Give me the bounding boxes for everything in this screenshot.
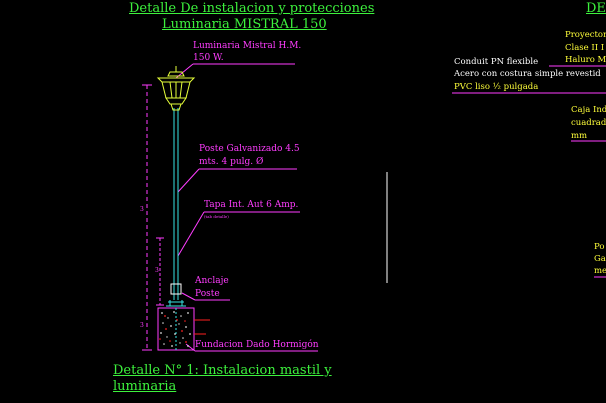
detail-title-line1: Detalle N° 1: Instalacion mastil y <box>113 363 332 378</box>
proyector-label: Proyector <box>565 30 606 40</box>
caja-label-3: mm <box>571 131 588 141</box>
clase-label: Clase II I <box>565 43 605 53</box>
poste-label-2: mts. 4 pulg. Ø <box>199 157 264 167</box>
main-title-line2: Luminaria MISTRAL 150 <box>162 17 327 32</box>
concrete-foundation <box>157 307 195 351</box>
fundacion-label: Fundacion Dado Hormigón <box>195 340 319 350</box>
anclaje-label-1: Anclaje <box>195 276 229 286</box>
caja-label-2: cuadrad <box>571 118 606 128</box>
detail-title-line2: luminaria <box>113 379 177 394</box>
pvc-label: PVC liso ½ pulgada <box>454 82 539 92</box>
po-label: Po <box>594 242 605 252</box>
right-underlines <box>452 65 606 278</box>
caja-label-1: Caja Ind <box>571 105 606 115</box>
dimension-text-2: 3 <box>155 267 159 274</box>
conduit-label: Conduit PN flexible <box>454 57 539 67</box>
access-panel <box>170 283 182 295</box>
dimension-text-3: 3 <box>140 322 144 329</box>
tapa-small-label: (tab detalle) <box>204 214 229 219</box>
me-label: me <box>594 266 606 276</box>
haluro-label: Haluro M <box>565 55 606 65</box>
dimension-text-1: 3 <box>140 206 144 213</box>
right-title-fragment: DE <box>586 1 606 16</box>
label-underlines <box>193 63 318 352</box>
conduit-lines <box>194 319 210 335</box>
poste-label-1: Poste Galvanizado 4.5 <box>199 144 300 154</box>
luminaria-label-1: Luminaria Mistral H.M. <box>193 41 302 51</box>
anclaje-label-2: Poste <box>195 289 220 299</box>
acero-label: Acero con costura simple revestid <box>454 69 601 79</box>
luminaria-label-2: 150 W. <box>193 53 224 63</box>
main-title-line1: Detalle De instalacion y protecciones <box>129 1 375 16</box>
luminaire-head <box>156 66 196 111</box>
ga-label: Ga <box>594 254 606 264</box>
tapa-label: Tapa Int. Aut 6 Amp. <box>204 200 299 210</box>
anchor-base <box>166 300 186 307</box>
pole <box>173 108 179 300</box>
dimension-lines <box>142 84 164 351</box>
